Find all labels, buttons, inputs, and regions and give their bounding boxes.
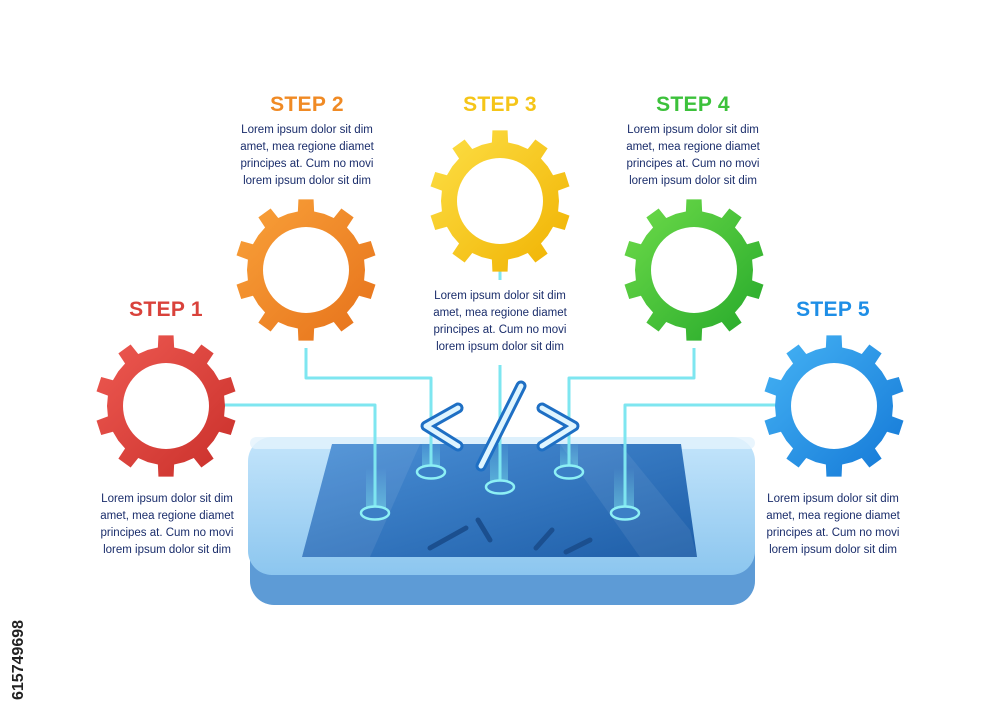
step-1-title: STEP 1 [129, 298, 203, 321]
step-4-title: STEP 4 [656, 93, 730, 116]
connector-step-1 [222, 403, 377, 508]
gear-icon-step-2 [236, 199, 376, 341]
device-screen [302, 444, 697, 557]
step-2-title: STEP 2 [270, 93, 344, 116]
node-2 [415, 464, 447, 480]
node-5 [609, 505, 641, 521]
gear-icon-step-3 [430, 130, 570, 272]
gear-icon-step-1 [96, 335, 236, 477]
node-3 [484, 479, 516, 495]
connector-nodes [359, 464, 641, 521]
connector-step-5 [623, 403, 778, 508]
code-icon [420, 380, 580, 472]
gear-center [457, 158, 543, 244]
gear-icon-step-4 [624, 199, 764, 341]
gear-center [791, 363, 877, 449]
step-3-title: STEP 3 [463, 93, 537, 116]
gears-group [96, 130, 904, 477]
step-5-title: STEP 5 [796, 298, 870, 321]
node-1 [359, 505, 391, 521]
gear-center [123, 363, 209, 449]
gear-center [651, 227, 737, 313]
gear-center [263, 227, 349, 313]
stock-id-label: 615749698 [10, 619, 27, 700]
gear-icon-step-5 [764, 335, 904, 477]
node-4 [553, 464, 585, 480]
